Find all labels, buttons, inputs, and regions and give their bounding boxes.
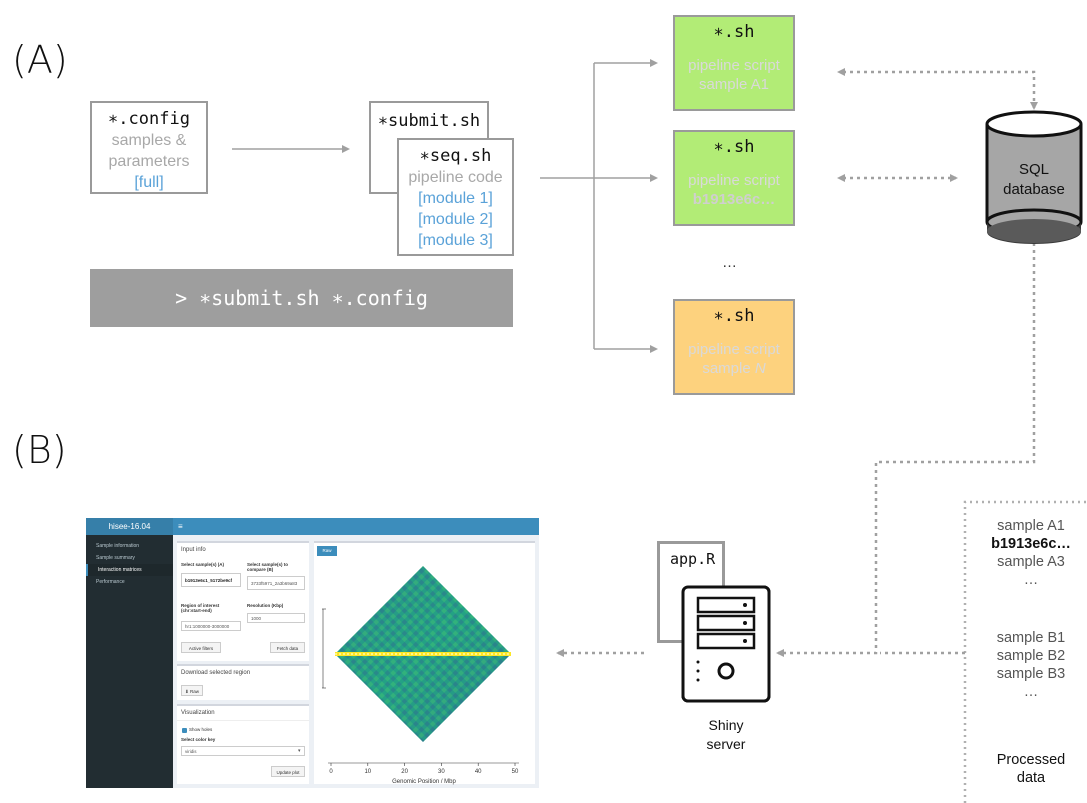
app-sidebar: Sample information Sample summary Intera… xyxy=(86,535,173,788)
x-tick-label: 30 xyxy=(438,769,445,775)
panel-label-a: (A) xyxy=(12,38,68,82)
script-n-filename: ∗.sh xyxy=(713,306,755,326)
chevron-down-icon: ▾ xyxy=(298,748,301,754)
sample-a-3: sample A3 xyxy=(997,554,1065,570)
config-link-full: [full] xyxy=(134,174,164,191)
database-label: SQL database xyxy=(987,160,1081,200)
command-line: > ∗submit.sh ∗.config xyxy=(90,269,513,327)
script-2-line-2: b1913e6c… xyxy=(692,191,776,208)
visualization-title: Visualization xyxy=(177,706,309,721)
active-filters-button[interactable]: Active filters xyxy=(181,642,221,653)
seq-filename: ∗seq.sh xyxy=(419,146,492,166)
sample-a-label: Select sample(s) (A) xyxy=(181,562,225,567)
arrow-script1-db xyxy=(837,68,1038,110)
script-box-2: ∗.sh pipeline script b1913e6c… xyxy=(673,130,795,226)
x-tick-label: 20 xyxy=(401,769,408,775)
tab-raw[interactable]: Raw xyxy=(317,546,337,556)
plot-card: Raw 0 10 20 30 40 50 xyxy=(314,541,535,785)
show-holes-label: Show holes xyxy=(189,727,213,732)
config-filename: ∗.config xyxy=(108,109,190,129)
processed-data-label: Processed data xyxy=(980,751,1082,787)
x-tick-label: 50 xyxy=(512,769,519,775)
region-label: Region of interest (chr:start-end) xyxy=(181,603,220,613)
update-plot-button[interactable]: Update plot xyxy=(271,766,305,777)
x-axis-ticks: 0 10 20 30 40 50 xyxy=(329,763,519,775)
sample-b-label: Select sample(s) to compare (B) xyxy=(247,562,289,572)
script-box-n: ∗.sh pipeline script sample N xyxy=(673,299,795,395)
server-label: Shiny server xyxy=(686,716,766,754)
config-box: ∗.config samples & parameters [full] xyxy=(90,101,208,194)
sample-b-select[interactable]: 3733f5971_2a3b69a83 xyxy=(247,576,305,590)
region-input[interactable]: hr1:1000000-3000000 xyxy=(181,621,241,631)
script-2-line-1: pipeline script xyxy=(688,172,780,189)
processed-line-2: data xyxy=(1016,770,1046,786)
app-r-filename: app.R xyxy=(670,550,716,568)
x-tick-label: 10 xyxy=(364,769,371,775)
resolution-input[interactable]: 1000 xyxy=(247,613,305,623)
processed-line-1: Processed xyxy=(996,752,1066,768)
shiny-app-screenshot: hisee-16.04 ≡ Sample information Sample … xyxy=(86,518,539,788)
input-info-card: Input info Select sample(s) (A) b1913e6c… xyxy=(177,541,309,661)
submit-filename: ∗submit.sh xyxy=(377,111,481,131)
x-tick-label: 0 xyxy=(329,769,333,775)
samples-a-list: sample A1 b1913e6c… sample A3 … xyxy=(980,517,1082,589)
nav-performance[interactable]: Performance xyxy=(96,579,125,585)
color-key-label: Select color key xyxy=(181,737,216,742)
heatmap-plot: 0 10 20 30 40 50 Genomic Position / Mbp xyxy=(322,566,519,785)
nav-sample-information[interactable]: Sample information xyxy=(96,543,140,549)
sample-a-1: sample A1 xyxy=(997,518,1065,534)
script-1-line-1: pipeline script xyxy=(688,57,780,74)
script-1-line-2: sample A1 xyxy=(698,76,770,93)
app-brand[interactable]: hisee-16.04 xyxy=(86,518,173,535)
sample-a-more: … xyxy=(1023,572,1039,588)
seq-box: ∗seq.sh pipeline code [module 1] [module… xyxy=(397,138,514,256)
sample-b-1: sample B1 xyxy=(996,630,1066,646)
download-card: Download selected region ⬇ Raw xyxy=(177,664,309,700)
seq-module-3: [module 3] xyxy=(418,232,493,249)
show-holes-checkbox[interactable] xyxy=(182,728,187,733)
seq-line-1: pipeline code xyxy=(408,169,503,186)
app-header xyxy=(86,518,539,535)
config-line-1: samples & xyxy=(111,132,187,149)
sample-b-3: sample B3 xyxy=(996,666,1066,682)
scripts-ellipsis: … xyxy=(722,254,737,271)
server-line-2: server xyxy=(706,736,746,752)
resolution-label: Resolution (Kbp) xyxy=(247,603,284,608)
sample-a-2: b1913e6c… xyxy=(991,536,1071,552)
config-line-2: parameters xyxy=(108,153,190,170)
processed-data-outline xyxy=(963,500,1087,803)
database-line-2: database xyxy=(1003,181,1065,198)
script-2-filename: ∗.sh xyxy=(713,137,755,157)
visualization-card: Visualization Show holes Select color ke… xyxy=(177,704,309,784)
database-icon xyxy=(985,110,1083,244)
input-info-title: Input info xyxy=(181,547,206,553)
sample-b-2: sample B2 xyxy=(996,648,1066,664)
script-n-line-2-pre: sample xyxy=(702,360,755,377)
database-line-1: SQL xyxy=(1018,161,1049,178)
nav-interaction-matrices[interactable]: Interaction matrices xyxy=(86,564,173,576)
x-tick-label: 40 xyxy=(475,769,482,775)
seq-module-1: [module 1] xyxy=(418,190,493,207)
x-axis-label: Genomic Position / Mbp xyxy=(392,779,456,785)
sample-a-select[interactable]: b1913e6c1_5172be9cf xyxy=(181,573,241,587)
script-box-1: ∗.sh pipeline script sample A1 xyxy=(673,15,795,111)
sample-b-more: … xyxy=(1023,684,1039,700)
fetch-data-button[interactable]: Fetch data xyxy=(270,642,305,653)
panel-label-b: (B) xyxy=(12,428,67,472)
download-raw-button[interactable]: ⬇ Raw xyxy=(181,685,203,696)
script-n-line-2-em: N xyxy=(754,360,766,377)
download-title: Download selected region xyxy=(181,670,251,676)
samples-b-list: sample B1 sample B2 sample B3 … xyxy=(980,629,1082,701)
server-line-1: Shiny xyxy=(708,717,744,733)
script-n-line-1: pipeline script xyxy=(688,341,780,358)
script-1-filename: ∗.sh xyxy=(713,22,755,42)
menu-icon[interactable]: ≡ xyxy=(178,522,183,531)
nav-sample-summary[interactable]: Sample summary xyxy=(96,555,135,561)
seq-module-2: [module 2] xyxy=(418,211,493,228)
color-key-select[interactable]: viridis xyxy=(181,746,305,756)
